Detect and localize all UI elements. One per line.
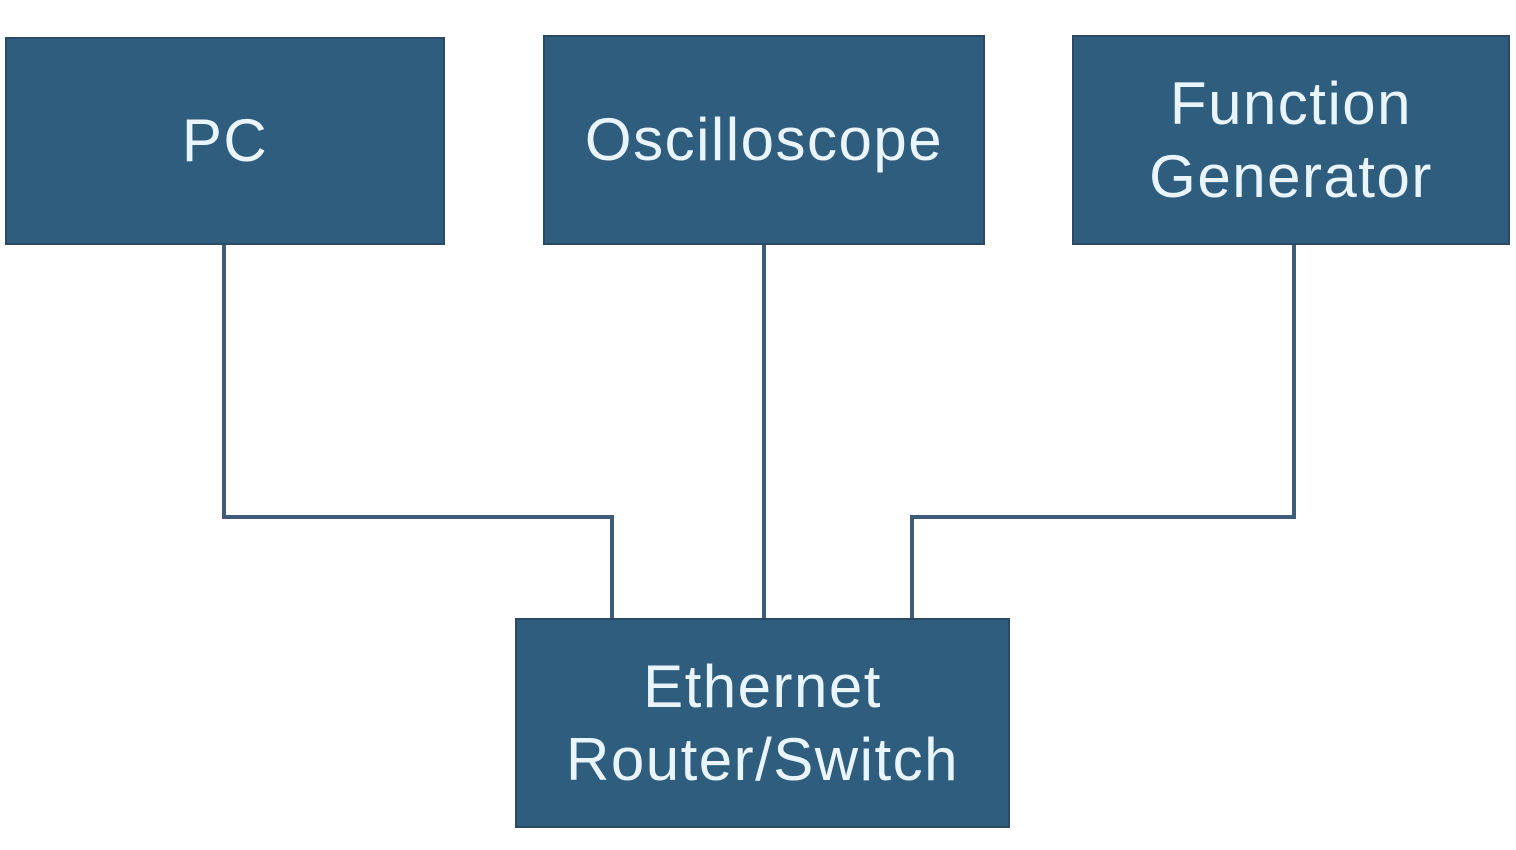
node-ethernet-router-switch-label: Ethernet Router/Switch (566, 652, 959, 793)
node-pc-label: PC (181, 107, 269, 175)
connector-function-generator-vertical (1292, 245, 1296, 519)
connector-oscilloscope-vertical (762, 245, 766, 620)
node-ethernet-router-switch: Ethernet Router/Switch (515, 618, 1010, 828)
node-oscilloscope-label: Oscilloscope (584, 106, 944, 174)
connector-function-generator-horizontal (910, 515, 1296, 519)
node-pc: PC (5, 37, 445, 245)
node-function-generator: Function Generator (1072, 35, 1510, 245)
connector-pc-drop (610, 515, 614, 620)
connector-pc-horizontal (222, 515, 614, 519)
node-oscilloscope: Oscilloscope (543, 35, 985, 245)
connector-function-generator-drop (910, 515, 914, 620)
connector-pc-vertical (222, 245, 226, 519)
node-function-generator-label: Function Generator (1149, 69, 1433, 210)
